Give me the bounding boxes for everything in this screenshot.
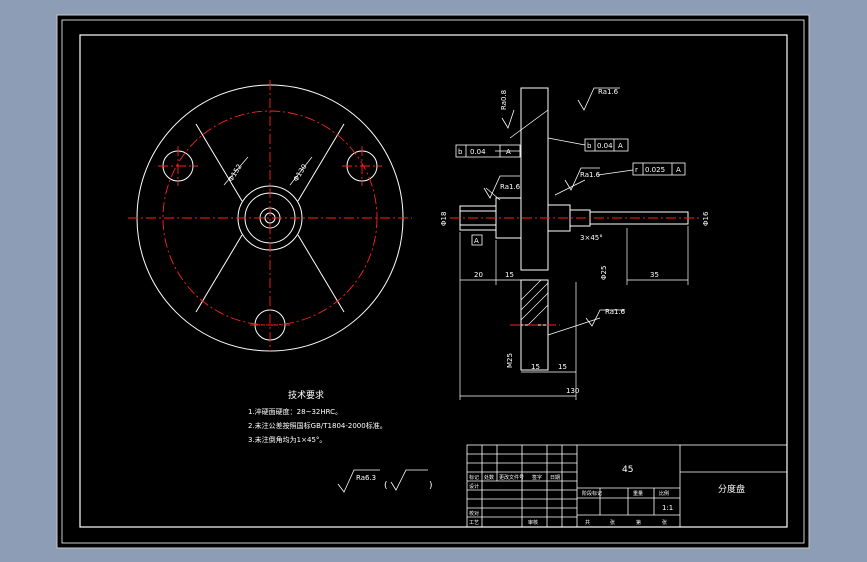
surface-note-paren-open: ( [384,481,388,491]
datum-frame [471,234,483,246]
fcf-symbol: b [587,142,592,150]
hatch-line [527,304,549,326]
fcf-value: 0.04 [470,148,486,156]
side-centerlines [450,217,700,326]
drawing-paper [56,14,810,549]
dim-35: 35 [650,271,659,279]
tb-label: 更改文件号 [499,474,524,481]
roughness-label: Ra1.6 [580,171,601,179]
dim-15c: 15 [558,363,567,371]
section-hatch [520,279,549,326]
paper-trim-border [61,19,805,544]
tb-label: 标记 [469,474,479,481]
leader-line [554,179,586,196]
leader-line [485,187,501,201]
tb-label: 工艺 [469,520,479,526]
roughness-label: Ra1.6 [605,308,626,316]
surface-note-paren-close: ) [429,481,433,491]
web-line [195,123,243,202]
fcf-symbol: b [458,148,463,156]
fcf-2: b 0.04 A [584,138,629,152]
hatch-line [520,292,549,321]
chamfer-label: 3×45° [580,234,603,242]
tb-scale: 1:1 [662,504,673,512]
tb-label: 第 [636,519,641,526]
leader-line [547,137,586,146]
roughness-tick [564,167,600,191]
tb-label: 审核 [528,519,538,526]
bore-label: Φ25 [600,266,608,280]
tech-req-item-3: 3.未注倒角均为1×45°。 [248,435,326,444]
drawing-frame [79,34,788,528]
tb-label: 重量 [633,490,643,497]
web-line [297,234,345,313]
fcf-frame [455,144,521,158]
surface-note-value: Ra6.3 [356,474,376,482]
tech-req-title: 技术要求 [288,389,324,401]
roughness-tick [483,175,520,199]
datum-box: A [471,234,483,246]
tb-part-name: 分度盘 [718,483,745,495]
front-view-centerlines [128,80,412,352]
leader-line [509,109,549,139]
roughness-label: Ra1.6 [598,88,619,96]
side-dim-lines [459,109,689,400]
title-block [466,444,788,528]
fcf-symbol: r [635,166,638,174]
tech-req-item-1: 1.淬硬面硬度：28~32HRC。 [248,407,342,416]
fcf-value: 0.04 [597,142,613,150]
fcf-frame [584,138,629,152]
leader-line [547,317,601,336]
tb-label: 设计 [469,483,479,490]
roughness-tick [501,109,515,129]
tb-label: 共 [585,519,590,526]
dim-15a: 15 [505,271,514,279]
tb-label: 处数 [484,474,494,481]
right-dia-label: Φ16 [702,211,710,226]
tb-label: 比例 [659,490,669,497]
fcf-datum: A [676,166,681,174]
tb-label: 张 [662,519,667,526]
roughness-label-small: Ra0.8 [500,90,508,110]
roughness-tick-small [390,469,428,491]
fcf-frame [632,162,686,176]
tb-label: 校对 [469,510,479,517]
roughness-symbols [483,87,625,327]
fcf-3: r 0.025 A [632,162,686,176]
tb-label: 日期 [550,475,560,481]
tb-label: 阶段标记 [582,490,602,497]
hatch-line [520,282,549,311]
fcf-value: 0.025 [645,166,665,174]
leader-line [223,156,249,186]
roughness-tick [577,87,620,111]
roughness-tick [337,469,380,493]
tb-material: 45 [622,465,633,475]
roughness-label: Ra1.6 [500,183,521,191]
tb-label: 张 [610,519,615,526]
fcf-datum: A [618,142,623,150]
fcf-datum: A [506,148,511,156]
roughness-tick [585,309,625,327]
dim-130: 130 [566,387,579,395]
leader-line [289,156,313,186]
datum-letter: A [474,237,479,245]
m25-label: M25 [506,353,514,368]
fcf-1: b 0.04 A [455,144,521,158]
web-line [297,123,345,202]
surface-note: Ra6.3 ( ) [337,469,433,493]
tb-label: 签字 [532,474,542,481]
dim-20: 20 [474,271,483,279]
tech-req-item-2: 2.未注公差按照国标GB/T1804-2000标准。 [248,421,387,430]
left-dia-label: Φ18 [440,212,448,226]
dim-15b: 15 [531,363,540,371]
title-block-frame [466,444,788,528]
flange-disc [520,87,549,271]
hatch-line [520,279,542,301]
leader-line [597,169,634,176]
web-line [195,234,243,313]
